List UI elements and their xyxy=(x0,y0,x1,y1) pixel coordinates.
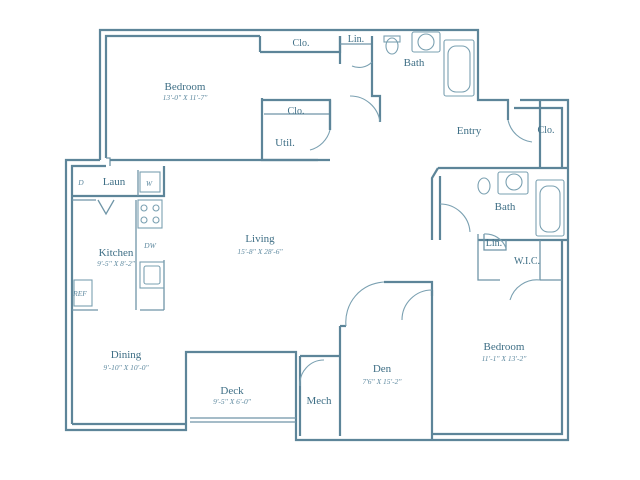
living-dims: 15'-8" X 28'-6" xyxy=(237,247,283,256)
dining-dims: 9'-10" X 10'-0" xyxy=(103,363,149,372)
bath-fixtures-1 xyxy=(383,31,475,97)
dishwasher-label: DW xyxy=(143,241,156,250)
bedroom-1-label: Bedroom xyxy=(165,81,206,93)
washer-label: W xyxy=(146,179,153,188)
kitchen-fixtures xyxy=(73,171,165,307)
linen-1-label: Lin. xyxy=(348,34,364,45)
dryer-label: D xyxy=(77,178,84,187)
deck-dims: 9'-5" X 6'-0" xyxy=(213,397,252,406)
kitchen-label: Kitchen xyxy=(99,247,134,259)
kitchen-dims: 9'-5" X 8'-2" xyxy=(97,259,136,268)
wic-label: W.I.C. xyxy=(514,256,540,267)
utility-label: Util. xyxy=(275,137,295,149)
closet-2-label: Clo. xyxy=(288,106,305,117)
bedroom-1-dims: 13'-0" X 11'-7" xyxy=(163,93,209,102)
door-swings xyxy=(299,61,541,387)
room-labels: Bedroom 13'-0" X 11'-7" Clo. Lin. Bath C… xyxy=(72,34,554,407)
linen-2-label: Lin. xyxy=(486,238,502,249)
den-dims: 7'6" X 15'-2" xyxy=(362,377,402,386)
bedroom-2-label: Bedroom xyxy=(484,341,525,353)
living-label: Living xyxy=(245,233,275,245)
bedroom-2-dims: 11'-1" X 13'-2" xyxy=(482,354,528,363)
laundry-label: Laun xyxy=(103,176,126,188)
dining-label: Dining xyxy=(111,349,142,361)
bath-fixtures-2 xyxy=(477,171,565,237)
interior-walls xyxy=(72,36,568,440)
den-label: Den xyxy=(373,363,392,375)
bath-2-label: Bath xyxy=(495,201,516,213)
closet-entry-label: Clo. xyxy=(538,125,555,136)
deck-label: Deck xyxy=(220,385,244,397)
refrigerator-label: REF xyxy=(72,289,87,298)
mech-label: Mech xyxy=(306,395,332,407)
entry-label: Entry xyxy=(457,125,482,137)
bath-1-label: Bath xyxy=(404,57,425,69)
closet-1-label: Clo. xyxy=(293,38,310,49)
exterior-walls xyxy=(64,28,570,442)
